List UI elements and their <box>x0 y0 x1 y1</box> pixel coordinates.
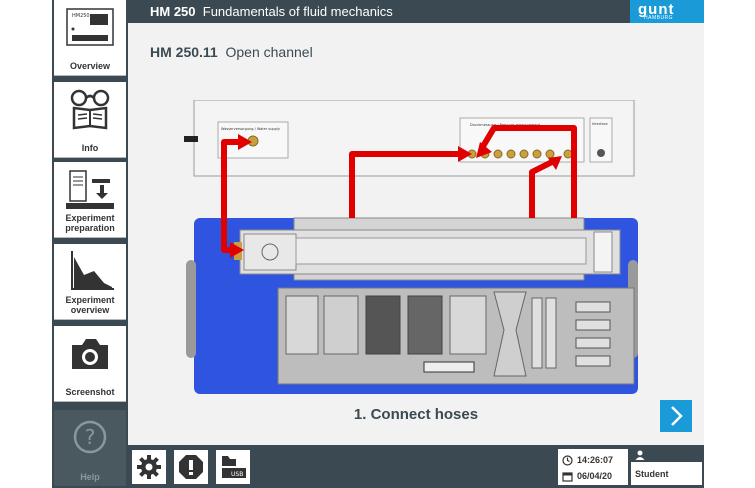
device-icon: HM250 <box>54 6 126 48</box>
help-button[interactable]: ? Help <box>54 410 126 486</box>
next-button[interactable] <box>660 400 692 432</box>
header-title: HM 250 Fundamentals of fluid mechanics <box>150 4 393 19</box>
usb-export-button[interactable]: USB <box>216 450 250 484</box>
sidebar-item-experiment-overview[interactable]: Experiment overview <box>54 244 126 320</box>
experiment-prep-icon <box>54 168 126 210</box>
user-name: Student <box>635 469 669 479</box>
svg-text:USB: USB <box>231 471 243 478</box>
user-widget[interactable]: Student <box>631 449 702 485</box>
book-glasses-icon <box>54 88 126 130</box>
date-row: 06/04/20 <box>562 469 612 483</box>
hoses <box>221 125 577 253</box>
alert-icon <box>179 455 203 479</box>
clock-widget: 14:26:07 06/04/20 <box>558 449 628 485</box>
svg-text:HM250: HM250 <box>72 13 90 19</box>
header-code: HM 250 <box>150 4 196 19</box>
app-header: HM 250 Fundamentals of fluid mechanics g… <box>128 0 704 23</box>
alert-button[interactable] <box>174 450 208 484</box>
camera-icon <box>54 332 126 374</box>
sidebar-item-label: Info <box>81 143 99 153</box>
interface-label: Interface <box>592 122 608 126</box>
gear-icon <box>137 455 161 479</box>
time-row: 14:26:07 <box>562 453 613 467</box>
screenshot-button[interactable]: Screenshot <box>54 326 126 402</box>
equipment-diagram: Wasserversorgung / Water supply Druckmes… <box>164 99 664 405</box>
bottom-bar: USB 14:26:07 06/04/20 <box>128 445 704 488</box>
sidebar-item-info[interactable]: Info <box>54 82 126 158</box>
calendar-icon <box>562 471 573 482</box>
sidebar-item-label: Help <box>80 472 100 482</box>
date-text: 06/04/20 <box>577 471 613 481</box>
sidebar-item-experiment-preparation[interactable]: Experiment preparation <box>54 162 126 238</box>
sidebar-item-overview[interactable]: HM250 Overview <box>54 0 126 76</box>
header-title-text: Fundamentals of fluid mechanics <box>202 4 393 19</box>
water-supply-label: Wasserversorgung / Water supply <box>221 127 280 131</box>
gunt-logo: gunt HAMBURG <box>630 0 704 23</box>
clock-icon <box>562 454 573 466</box>
chevron-right-icon <box>671 406 683 426</box>
usb-folder-icon: USB <box>222 456 246 478</box>
time-text: 14:26:07 <box>577 455 614 465</box>
svg-text:?: ? <box>85 425 96 449</box>
help-icon: ? <box>54 416 126 458</box>
sidebar-item-label: Overview <box>69 61 111 71</box>
sidebar-item-label: Screenshot <box>65 387 115 397</box>
user-icon <box>635 450 645 460</box>
logo-text: gunt <box>638 1 675 18</box>
sidebar: HM250 Overview <box>52 0 128 488</box>
step-instruction: 1. Connect hoses <box>353 406 479 423</box>
chart-icon <box>54 250 126 292</box>
page-title-text: Open channel <box>225 44 313 60</box>
settings-button[interactable] <box>132 450 166 484</box>
app-window: HM250 Overview <box>52 0 704 488</box>
interface-box <box>589 117 613 163</box>
page-code: HM 250.11 <box>150 44 218 60</box>
sidebar-item-label: Experiment overview <box>65 295 115 315</box>
sidebar-item-label: Experiment preparation <box>65 213 115 233</box>
page-title: HM 250.11 Open channel <box>150 44 313 60</box>
logo-subtext: HAMBURG <box>644 15 674 21</box>
